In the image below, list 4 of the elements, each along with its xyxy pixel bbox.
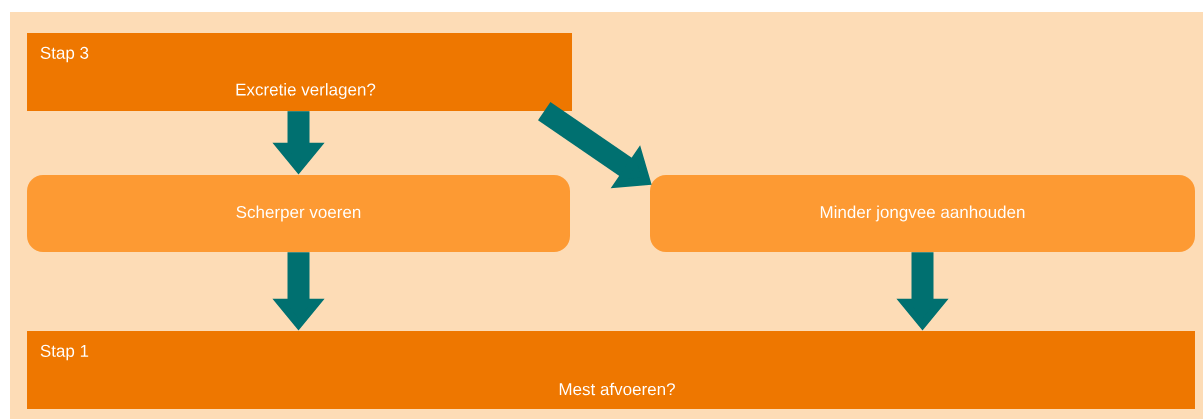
option-box: Scherper voeren: [27, 175, 570, 252]
step-box: Stap 1 Mest afvoeren?: [27, 331, 1195, 409]
step-box: Stap 3 Excretie verlagen?: [27, 33, 572, 111]
option-box: Minder jongvee aanhouden: [650, 175, 1195, 252]
